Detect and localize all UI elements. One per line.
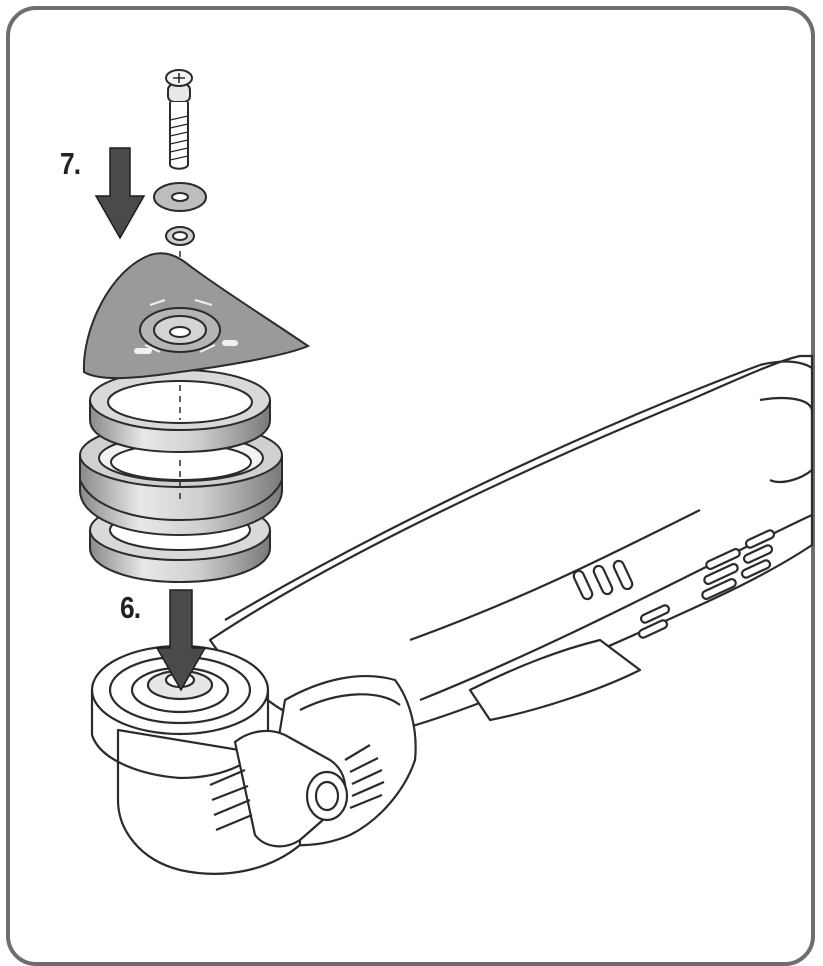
step-number-7: 7. bbox=[60, 146, 81, 181]
arrow-down-icon bbox=[155, 589, 207, 692]
triangular-sanding-pad bbox=[82, 252, 311, 380]
small-ring-washer bbox=[165, 226, 195, 246]
multi-tool-body bbox=[90, 354, 814, 875]
arrow-down-icon bbox=[94, 147, 146, 240]
mounting-screw bbox=[165, 69, 193, 170]
flat-washer bbox=[153, 182, 207, 212]
step-number-6: 6. bbox=[120, 590, 141, 625]
